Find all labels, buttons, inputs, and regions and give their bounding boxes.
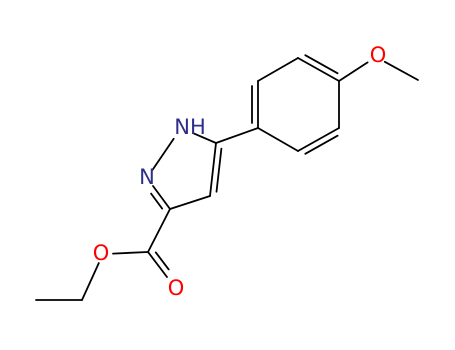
bond-c4-c5-second-line xyxy=(215,147,223,193)
bond-p6-p1 xyxy=(257,127,299,152)
bond-p5-p6 xyxy=(297,127,340,152)
bond-c3-cc xyxy=(147,208,171,253)
bond-p4-om xyxy=(338,61,369,82)
bond-om-cm xyxy=(383,60,419,81)
atom-label-n2: N xyxy=(139,165,155,189)
atom-labels-layer: NH N O O O xyxy=(93,43,387,300)
bond-oe-ca xyxy=(81,262,100,301)
bond-cc-oe xyxy=(112,251,149,255)
bond-p3-p4 xyxy=(297,57,340,82)
bond-c4-c5 xyxy=(209,142,217,197)
bond-c5-p1 xyxy=(215,127,259,144)
atom-label-o-methoxy: O xyxy=(370,43,387,67)
bond-p2-p3 xyxy=(257,57,299,82)
bond-p5-p6-second-line xyxy=(304,134,339,155)
bond-c5-n1 xyxy=(191,132,217,144)
bond-n2-c3 xyxy=(152,185,171,210)
bond-p3-p4-second-line xyxy=(304,54,339,75)
atom-label-o-ester: O xyxy=(93,241,110,265)
atom-label-n1: NH xyxy=(174,115,206,139)
bonds-layer xyxy=(35,54,419,301)
atom-label-o-carbonyl: O xyxy=(168,276,185,300)
bond-cc-od-second-line xyxy=(154,251,170,271)
bond-n2-c3-second-line xyxy=(150,192,164,210)
bond-c3-c4 xyxy=(169,195,211,210)
bond-n1-n2 xyxy=(151,137,175,171)
bond-cc-od xyxy=(147,251,168,278)
